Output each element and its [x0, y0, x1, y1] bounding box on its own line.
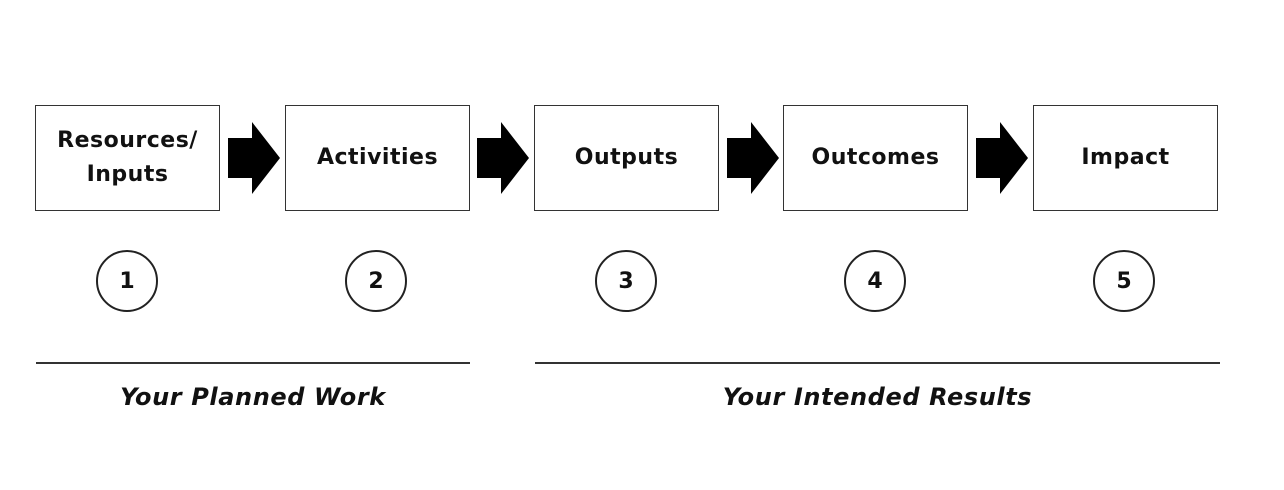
step-box-activities: Activities: [285, 105, 470, 211]
step-label: Resources/ Inputs: [57, 128, 198, 187]
step-box-resources-inputs: Resources/ Inputs: [35, 105, 220, 211]
arrow-right-icon: [228, 122, 280, 194]
step-label: Activities: [316, 145, 439, 170]
step-box-outcomes: Outcomes: [783, 105, 968, 211]
step-number: 5: [1116, 268, 1132, 294]
step-number: 1: [119, 268, 135, 294]
step-number-circle: 4: [844, 250, 906, 312]
group-label-planned-work: Your Planned Work: [120, 383, 386, 411]
group-label-intended-results: Your Intended Results: [722, 383, 1033, 411]
step-number: 2: [368, 268, 384, 294]
arrow-right-icon: [727, 122, 779, 194]
arrow-right-icon: [477, 122, 529, 194]
step-number: 3: [618, 268, 634, 294]
step-number-circle: 3: [595, 250, 657, 312]
step-number: 4: [867, 268, 883, 294]
step-label: Outcomes: [811, 145, 940, 170]
step-number-circle: 5: [1093, 250, 1155, 312]
step-box-outputs: Outputs: [534, 105, 719, 211]
group-divider-planned-work: [36, 362, 470, 364]
arrow-right-icon: [976, 122, 1028, 194]
group-divider-intended-results: [535, 362, 1220, 364]
step-label: Impact: [1081, 145, 1170, 170]
step-label: Outputs: [574, 145, 679, 170]
step-box-impact: Impact: [1033, 105, 1218, 211]
step-number-circle: 1: [96, 250, 158, 312]
step-number-circle: 2: [345, 250, 407, 312]
